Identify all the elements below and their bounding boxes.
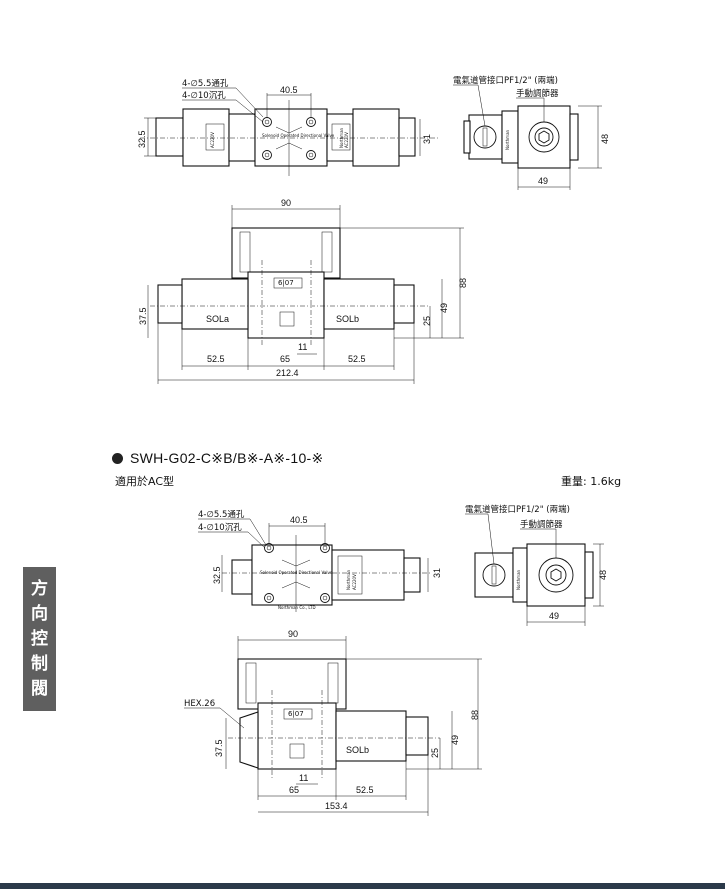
- dim-front-mid-1: 49: [439, 303, 449, 313]
- counterbore-label-1: 4-∅10沉孔: [182, 91, 226, 101]
- manual-label-2: 手動調節器: [520, 519, 563, 530]
- dim-plan-width-2: 40.5: [290, 515, 308, 525]
- top-plan-view-2: Solenoid Operated Directional Valve Nort…: [198, 509, 442, 612]
- dim-plan-height-right-2: 31: [432, 568, 442, 578]
- dim-end-height-1: 48: [600, 134, 610, 144]
- dim-right-seg-1: 52.5: [348, 354, 366, 364]
- side-tab-char: 方: [31, 578, 48, 599]
- dim-front-low-1: 25: [422, 316, 432, 326]
- conduit-label-1: 電氣道管接口PF1/2" (兩端): [453, 75, 558, 86]
- bolt-hole-label-1: 4-∅5.5通孔: [182, 78, 229, 89]
- dim-front-mid-2: 49: [450, 735, 460, 745]
- maker-label-b: Northman: [339, 127, 344, 148]
- dim-gap-1: 11: [298, 342, 307, 352]
- nameplate-2: 6|07: [288, 710, 304, 718]
- maker-label-2: Northman: [346, 569, 351, 590]
- top-end-view-1: Northman 49 48 電氣道管接口PF1/2" (兩端) 手動調節器: [453, 75, 610, 190]
- dim-plan-height-1: 32.5: [137, 130, 147, 148]
- side-tab-char: 向: [31, 603, 48, 624]
- dim-gap-2: 11: [299, 773, 308, 783]
- manual-label-1: 手動調節器: [516, 88, 559, 99]
- dim-front-height-1: 88: [458, 278, 468, 288]
- dim-total-2: 153.4: [325, 801, 348, 811]
- side-tab-char: 閥: [31, 678, 48, 699]
- dim-plan-height-2: 32.5: [212, 566, 222, 584]
- voltage-label-b: AC220V: [344, 132, 349, 148]
- model-title: SWH-G02-C※B/B※-A※-10-※: [112, 450, 324, 467]
- top-front-view-2: 6|07 SOLb HEX.26 90 37.5 88 49 25 11 65 …: [184, 629, 482, 816]
- dim-right-seg-2: 52.5: [356, 785, 374, 795]
- side-tab-char: 制: [31, 653, 48, 674]
- dim-front-top-1: 90: [281, 198, 291, 208]
- hex-label: HEX.26: [184, 699, 215, 709]
- footer-bar: [0, 883, 725, 889]
- dim-front-top-2: 90: [288, 629, 298, 639]
- dim-end-height-2: 48: [598, 570, 608, 580]
- side-tab-char: 控: [31, 628, 48, 649]
- bolt-hole-label-2: 4-∅5.5通孔: [198, 509, 245, 520]
- voltage-label-2: AC220V: [352, 574, 357, 590]
- solb-label-1: SOLb: [336, 314, 359, 324]
- end-maker-1: Northman: [505, 129, 510, 150]
- side-tab: 方 向 控 制 閥: [23, 567, 56, 711]
- dim-plan-width-1: 40.5: [280, 85, 298, 95]
- dim-end-width-2: 49: [549, 611, 559, 621]
- top-front-view-1: 6|07 SOLa SOLb 90 37.5 88 49 25 11 52.5 …: [138, 198, 468, 384]
- counterbore-label-2: 4-∅10沉孔: [198, 523, 242, 533]
- dim-mid-seg-1: 65: [280, 354, 290, 364]
- dim-front-low-2: 25: [430, 748, 440, 758]
- bullet-icon: [112, 453, 123, 464]
- weight-label: 重量: 1.6kg: [561, 475, 622, 488]
- dim-left-seg-1: 52.5: [207, 354, 225, 364]
- voltage-label-a: AC220V: [210, 132, 215, 148]
- dim-mid-seg-2: 65: [289, 785, 299, 795]
- conduit-label-2: 電氣道管接口PF1/2" (兩端): [465, 504, 570, 515]
- brand-text-2: Northman Co., LTD: [278, 605, 316, 610]
- plate-text-1: Solenoid Operated Directional Valve: [262, 133, 335, 138]
- top-plan-view-1: AC220V Northman AC220V Solenoid Operated…: [137, 78, 440, 176]
- sola-label-1: SOLa: [206, 314, 229, 324]
- dim-plan-height-right-1: 31: [422, 134, 432, 144]
- plate-text-2: Solenoid Operated Directional Valve: [260, 570, 333, 575]
- end-maker-2: Northman: [516, 569, 521, 590]
- solb-label-2: SOLb: [346, 745, 369, 755]
- model-subtitle: 適用於AC型: [115, 475, 175, 488]
- model-code: SWH-G02-C※B/B※-A※-10-※: [130, 450, 324, 466]
- dim-total-1: 212.4: [276, 368, 299, 378]
- nameplate-1: 6|07: [278, 279, 294, 287]
- dim-front-height-2: 88: [470, 710, 480, 720]
- top-end-view-2: Northman 49 48 電氣道管接口PF1/2" (兩端) 手動調節器: [465, 504, 608, 626]
- dim-end-width-1: 49: [538, 176, 548, 186]
- dim-front-left-2: 37.5: [214, 739, 224, 757]
- dim-front-left-1: 37.5: [138, 307, 148, 325]
